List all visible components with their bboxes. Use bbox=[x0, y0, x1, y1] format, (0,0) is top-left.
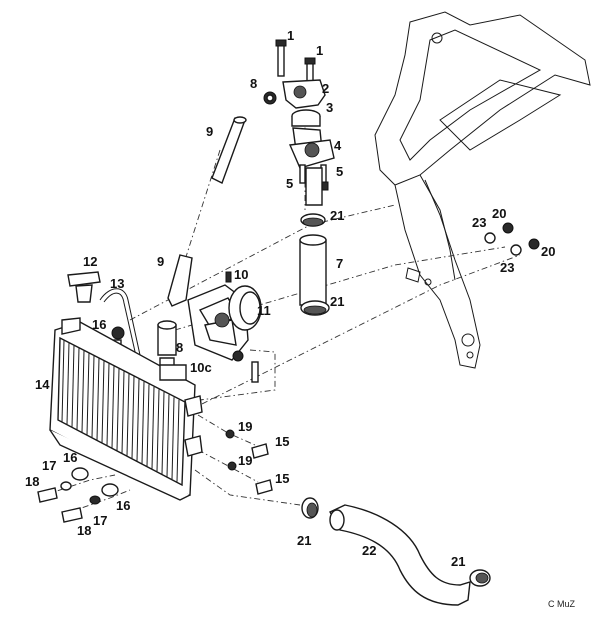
part-label: 21 bbox=[297, 533, 311, 548]
part-label: 17 bbox=[42, 458, 56, 473]
lower-hose-22 bbox=[301, 497, 491, 606]
radiator-fin bbox=[176, 399, 180, 482]
part-label: 21 bbox=[330, 208, 344, 223]
part-label: 15 bbox=[275, 471, 289, 486]
radiator-fin bbox=[151, 386, 155, 469]
part-label: 17 bbox=[93, 513, 107, 528]
part-label: 9 bbox=[157, 254, 164, 269]
part-label: 21 bbox=[330, 294, 344, 309]
radiator-fin bbox=[166, 394, 170, 477]
part-label: 1 bbox=[316, 43, 323, 58]
radiator-fin bbox=[136, 378, 140, 462]
upper-hose-assembly bbox=[299, 213, 330, 316]
part-label: 16 bbox=[116, 498, 130, 513]
part-label: 23 bbox=[472, 215, 486, 230]
radiator-fin bbox=[76, 347, 80, 430]
radiator-fin bbox=[146, 384, 150, 467]
upper-hose-9 bbox=[167, 91, 277, 307]
part-label: 15 bbox=[275, 434, 289, 449]
radiator-cap-group bbox=[67, 271, 141, 357]
part-label: 23 bbox=[500, 260, 514, 275]
radiator-fin bbox=[66, 342, 70, 425]
hose-stub-8 bbox=[157, 320, 177, 373]
part-label: 16 bbox=[63, 450, 77, 465]
part-label: 20 bbox=[541, 244, 555, 259]
part-labels: 112389455217219121310111681410c232020231… bbox=[25, 28, 555, 569]
radiator-fin bbox=[126, 373, 130, 456]
radiator-fin bbox=[71, 345, 75, 428]
radiator-fin bbox=[81, 350, 85, 433]
radiator-fin bbox=[171, 397, 175, 480]
part-label: 12 bbox=[83, 254, 97, 269]
radiator-fin bbox=[96, 358, 100, 441]
part-label: 4 bbox=[334, 138, 342, 153]
radiator bbox=[49, 317, 203, 501]
radiator-fin bbox=[156, 389, 160, 472]
thermostat-assembly bbox=[275, 39, 335, 206]
radiator-fin bbox=[91, 355, 95, 438]
fasteners bbox=[37, 222, 540, 523]
part-label: 21 bbox=[451, 554, 465, 569]
radiator-fin bbox=[131, 376, 135, 459]
radiator-fin bbox=[101, 360, 105, 443]
part-label: 1 bbox=[287, 28, 294, 43]
part-label: 5 bbox=[336, 164, 343, 179]
radiator-fin bbox=[86, 352, 90, 436]
radiator-fin bbox=[111, 365, 115, 449]
part-label: 2 bbox=[322, 81, 329, 96]
radiator-fin bbox=[141, 381, 145, 464]
part-label: 18 bbox=[77, 523, 91, 538]
part-label: 8 bbox=[250, 76, 257, 91]
radiator-fin bbox=[106, 363, 110, 446]
motorcycle-frame bbox=[374, 11, 591, 369]
radiator-fin bbox=[116, 368, 120, 451]
part-label: 7 bbox=[336, 256, 343, 271]
part-label: 13 bbox=[110, 276, 124, 291]
radiator-fin bbox=[61, 339, 65, 423]
part-label: 8 bbox=[176, 340, 183, 355]
copyright-text: C MuZ bbox=[548, 599, 576, 609]
part-label: 16 bbox=[92, 317, 106, 332]
part-label: 11 bbox=[257, 303, 271, 318]
cooling-fan bbox=[187, 271, 262, 383]
part-label: 9 bbox=[206, 124, 213, 139]
radiator-fin bbox=[121, 371, 125, 454]
part-label: 10c bbox=[190, 360, 212, 375]
part-label: 20 bbox=[492, 206, 506, 221]
part-label: 19 bbox=[238, 453, 252, 468]
part-label: 5 bbox=[286, 176, 293, 191]
part-label: 22 bbox=[362, 543, 376, 558]
part-label: 3 bbox=[326, 100, 333, 115]
part-label: 14 bbox=[35, 377, 50, 392]
part-label: 19 bbox=[238, 419, 252, 434]
radiator-fin bbox=[161, 391, 165, 475]
part-label: 10 bbox=[234, 267, 248, 282]
part-label: 18 bbox=[25, 474, 39, 489]
